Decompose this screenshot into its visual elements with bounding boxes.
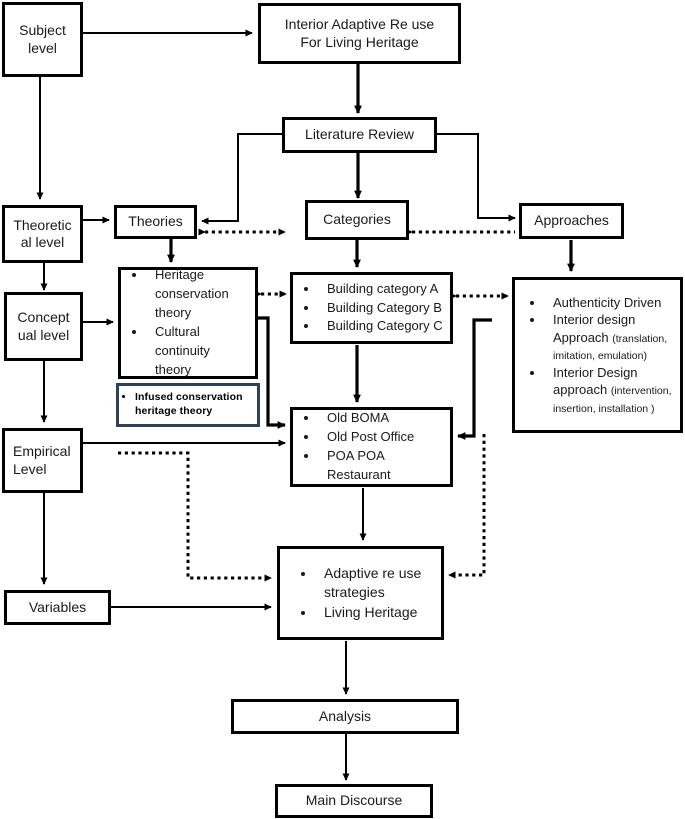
approach-note-2: (intervention, insertion, installation ) <box>553 385 672 415</box>
empirical-level-line2: Level <box>13 460 47 477</box>
list-item: Old BOMA <box>319 409 444 428</box>
infused-list: Infused conservation heritage theory <box>119 391 257 418</box>
interior-adaptive-line2: For Living Heritage <box>300 33 419 50</box>
node-categories[interactable]: Categories <box>305 200 409 240</box>
node-conceptual-level[interactable]: Concept ual level <box>4 292 83 361</box>
node-theories[interactable]: Theories <box>114 205 197 239</box>
list-item: Building Category C <box>319 317 444 336</box>
node-building-categories[interactable]: Building category A Building Category B … <box>290 272 453 344</box>
interior-adaptive-line1: Interior Adaptive Re use <box>284 16 435 32</box>
wire-literature-to-approaches <box>437 133 516 222</box>
case-list: Old BOMA Old Post Office POA POA Restaur… <box>293 409 450 484</box>
node-main-discourse[interactable]: Main Discourse <box>275 784 433 818</box>
node-theory-list[interactable]: Heritage conservation theory Cultural co… <box>118 267 258 379</box>
list-item: Building category A <box>319 280 444 299</box>
literature-review-label: Literature Review <box>305 126 414 143</box>
node-variables[interactable]: Variables <box>4 590 111 625</box>
approach-main-1: Interior design Approach <box>553 312 636 345</box>
list-item: Authenticity Driven <box>545 294 674 312</box>
list-item: POA POA Restaurant <box>319 447 444 485</box>
list-item: Infused conservation heritage theory <box>135 391 253 418</box>
node-outcomes[interactable]: Adaptive re use strategies Living Herita… <box>277 546 444 640</box>
list-item: Interior design Approach (translation, i… <box>545 311 674 364</box>
node-literature-review[interactable]: Literature Review <box>282 117 437 153</box>
approach-note-1: (translation, imitation, emulation) <box>553 332 668 363</box>
wire-literature-to-theories <box>201 133 282 225</box>
theoretical-level-line1: Theoretic <box>13 216 72 233</box>
approach-main-0: Authenticity Driven <box>553 294 662 310</box>
node-theoretical-level[interactable]: Theoretic al level <box>2 205 83 263</box>
node-subject-level[interactable]: Subject level <box>2 2 83 77</box>
node-infused-theory[interactable]: Infused conservation heritage theory <box>116 383 260 427</box>
main-discourse-label: Main Discourse <box>305 792 403 809</box>
approach-list: Authenticity Driven Interior design Appr… <box>515 294 680 417</box>
node-case-studies[interactable]: Old BOMA Old Post Office POA POA Restaur… <box>290 407 453 487</box>
node-approach-list[interactable]: Authenticity Driven Interior design Appr… <box>512 277 683 433</box>
variables-label: Variables <box>28 598 87 615</box>
list-item: Heritage conservation theory <box>147 266 249 323</box>
node-analysis[interactable]: Analysis <box>231 699 459 734</box>
wire-approachlist-to-cases <box>457 318 492 440</box>
wire-approachlist-to-outcome-dotted <box>448 434 486 579</box>
wire-theorylist-to-cases <box>257 316 286 429</box>
theoretical-level-line2: al level <box>20 234 65 250</box>
subject-level-label: Subject level <box>19 22 66 56</box>
node-interior-adaptive-reuse[interactable]: Interior Adaptive Re use For Living Heri… <box>258 3 461 64</box>
approaches-label: Approaches <box>534 212 609 229</box>
list-item: Old Post Office <box>319 428 444 447</box>
node-approaches[interactable]: Approaches <box>519 203 624 239</box>
list-item: Cultural continuity theory <box>147 323 249 380</box>
list-item: Building Category B <box>319 299 444 318</box>
theory-list: Heritage conservation theory Cultural co… <box>121 266 255 379</box>
building-category-list: Building category A Building Category B … <box>293 280 450 337</box>
node-empirical-level[interactable]: Empirical Level <box>2 428 83 493</box>
conceptual-level-line1: Concept <box>17 309 70 325</box>
list-item: Living Heritage <box>316 603 435 623</box>
empirical-level-line1: Empirical <box>13 443 71 459</box>
wire-empirical-to-outcome-dotted <box>118 451 272 582</box>
outcome-list: Adaptive re use strategies Living Herita… <box>280 564 441 623</box>
list-item: Interior Design approach (intervention, … <box>545 364 674 417</box>
analysis-label: Analysis <box>318 707 372 724</box>
approach-main-2: Interior Design approach <box>553 364 638 398</box>
list-item: Adaptive re use strategies <box>316 564 435 603</box>
categories-label: Categories <box>323 211 391 228</box>
conceptual-level-line2: ual level <box>17 326 70 343</box>
theories-label: Theories <box>128 213 183 230</box>
